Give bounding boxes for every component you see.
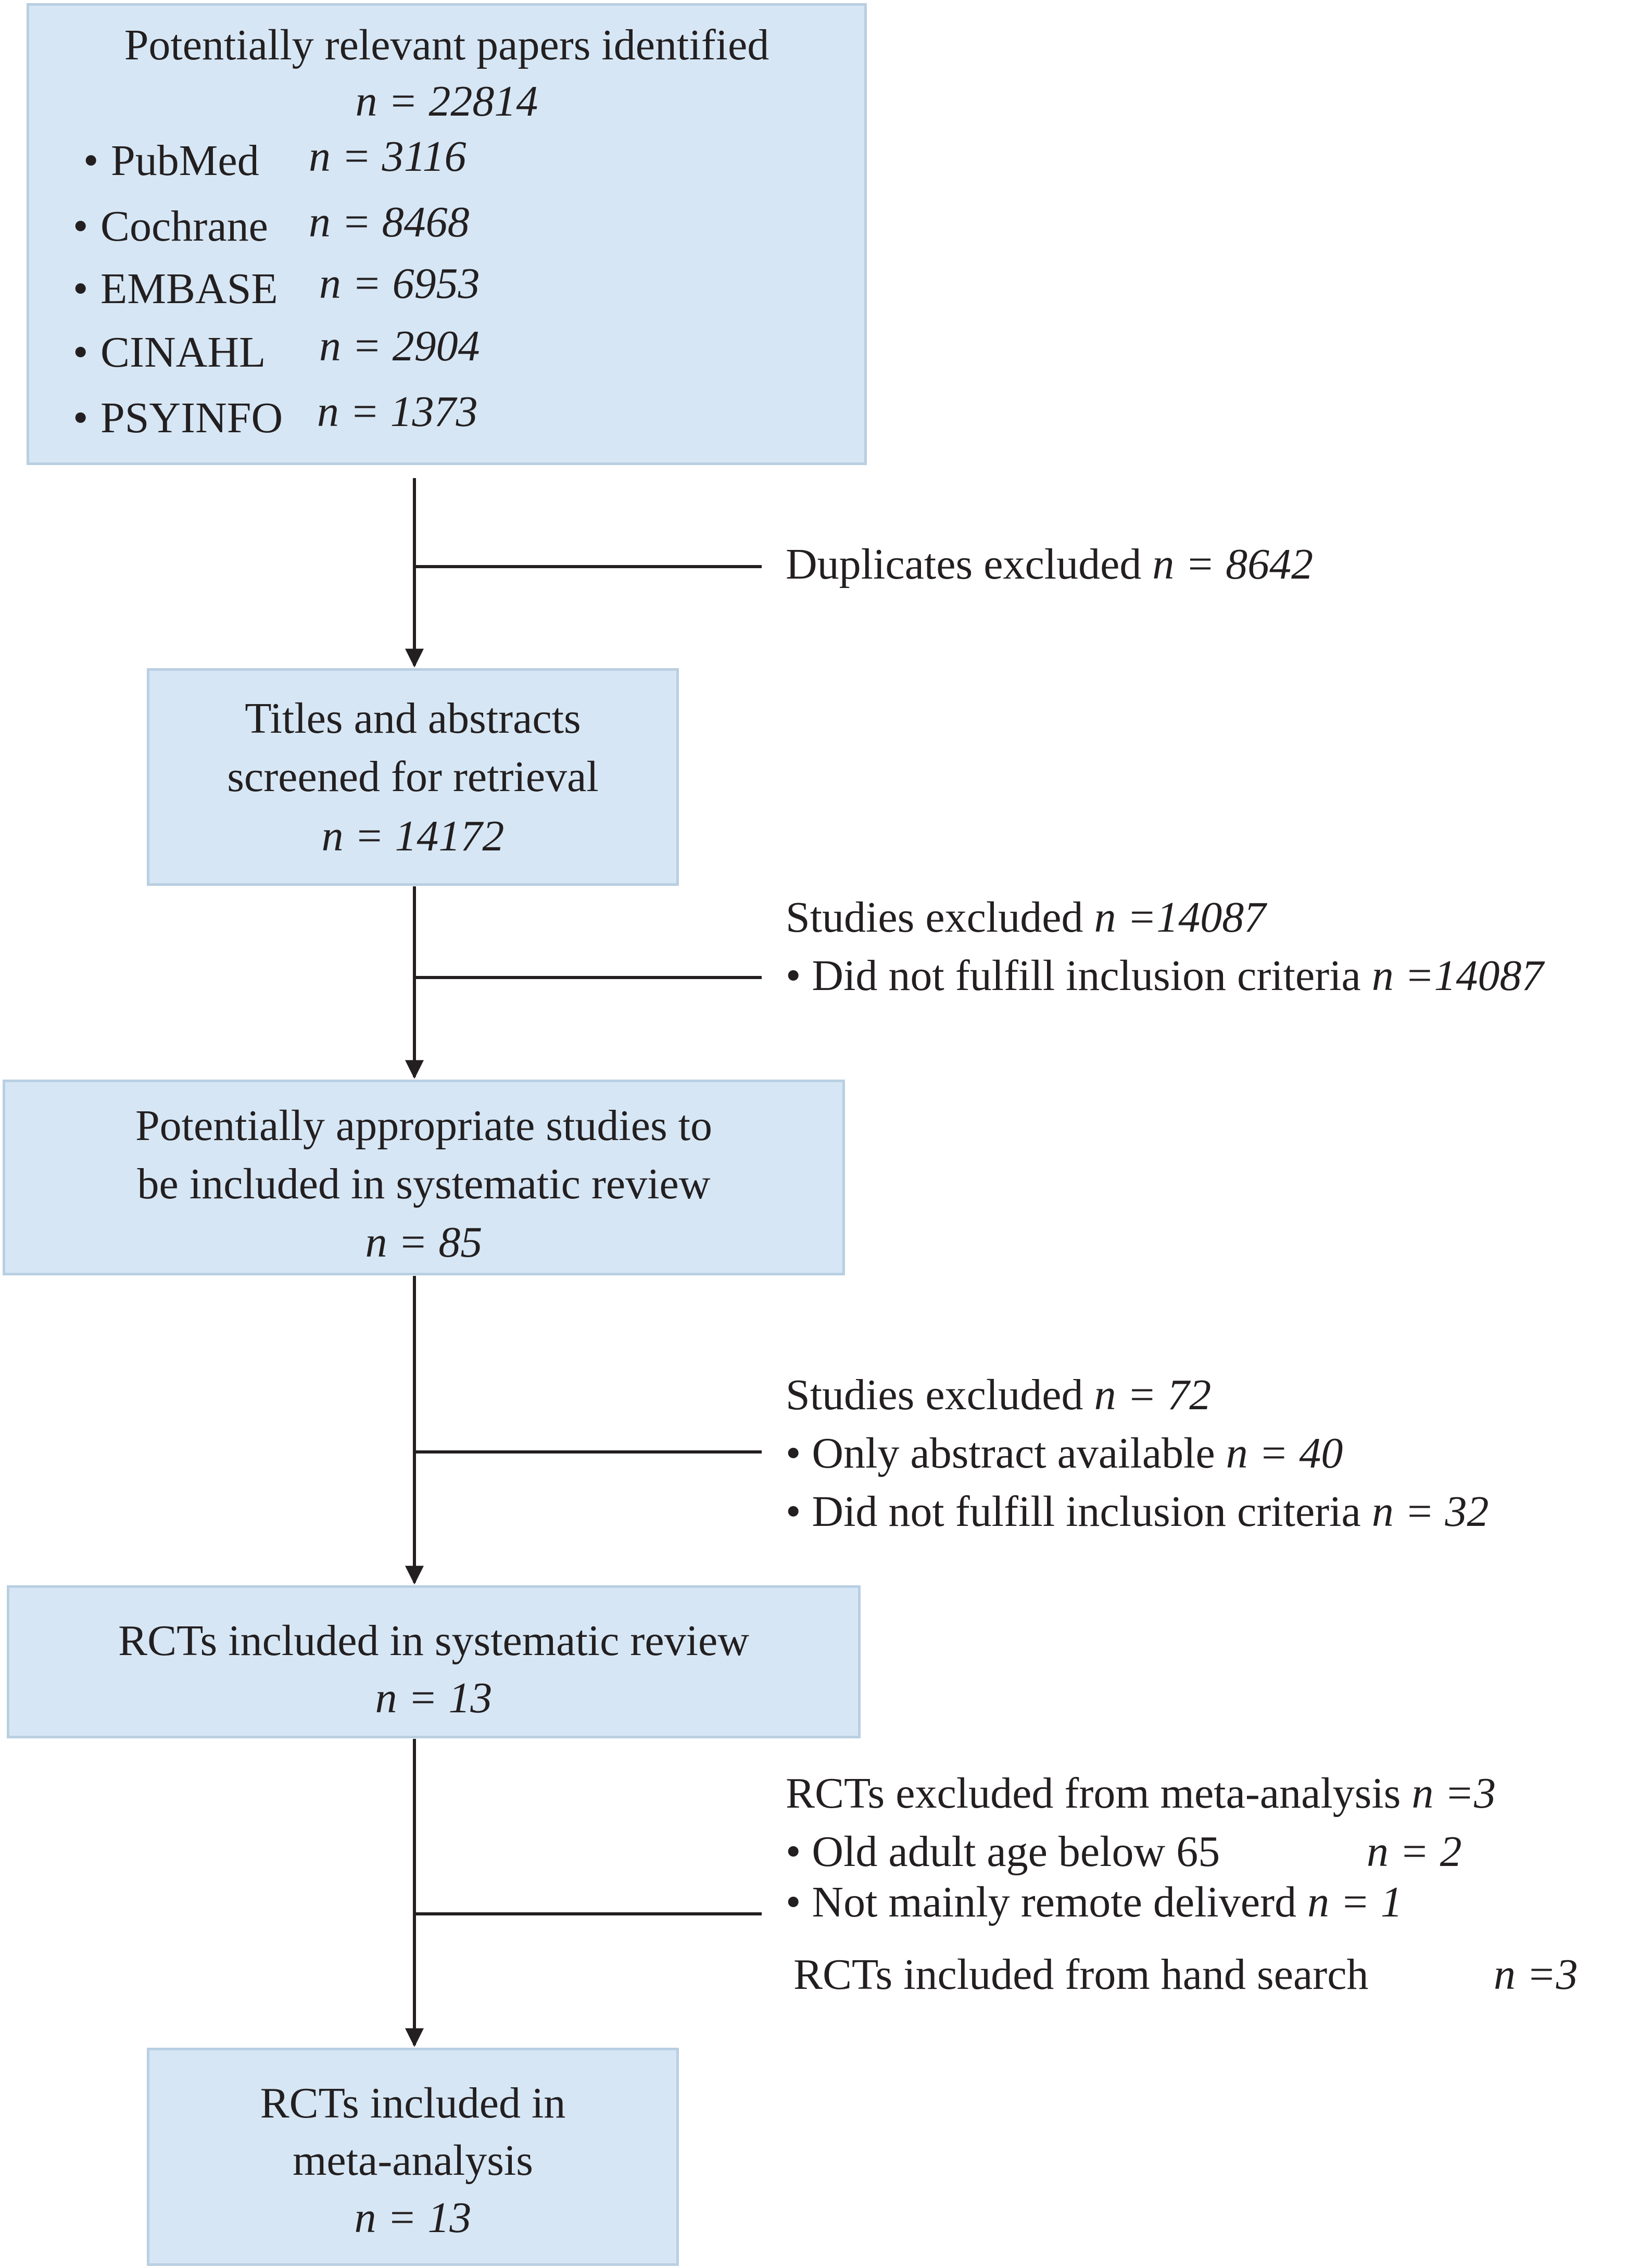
appropriate-line1: Potentially appropriate studies to [135, 1101, 713, 1150]
systematic-count: n = 13 [375, 1674, 493, 1722]
source-name-cinahl: CINAHL [100, 328, 266, 377]
duplicates-text: Duplicates excluded [786, 540, 1142, 588]
excluded2-count: n = 72 [1094, 1371, 1212, 1419]
excluded1-reason-count: n =14087 [1371, 951, 1544, 1000]
excluded1-heading: Studies excluded n =14087 [786, 896, 1266, 939]
screened-box: Titles and abstracts screened for retrie… [147, 668, 679, 886]
excluded2-reason: • Did not fulfill inclusion criteria n =… [786, 1490, 1489, 1534]
excluded1-count: n =14087 [1094, 893, 1266, 942]
excluded3-reason: • Not mainly remote deliverd n = 1 [786, 1881, 1403, 1924]
source-count-embase: n = 6953 [319, 259, 480, 308]
bullet: • [73, 394, 89, 442]
bullet: • [83, 136, 99, 185]
source-count-cochrane: n = 8468 [309, 198, 470, 246]
source-name-cochrane: Cochrane [100, 202, 268, 250]
source-count-psyinfo: n = 1373 [317, 387, 478, 436]
excluded2-reason-text: • Only abstract available [786, 1429, 1215, 1477]
excluded1-reason-text: • Did not fulfill inclusion criteria [786, 951, 1361, 1000]
excluded3-reason-text: • Old adult age below 65 [786, 1827, 1220, 1876]
duplicates-count: n = 8642 [1152, 540, 1314, 588]
bullet: • [73, 265, 89, 313]
identified-count: n = 22814 [355, 77, 538, 126]
appropriate-box: Potentially appropriate studies to be in… [3, 1080, 845, 1275]
excluded2-reason-count: n = 32 [1371, 1487, 1489, 1536]
screened-line2: screened for retrieval [227, 753, 599, 801]
excluded3-reason: • Old adult age below 65 [786, 1830, 1220, 1874]
bullet: • [73, 328, 89, 377]
excluded2-reason-count: n = 40 [1226, 1429, 1343, 1477]
appropriate-line2: be included in systematic review [137, 1160, 711, 1208]
excluded3-reason-count: n = 2 [1367, 1827, 1462, 1876]
systematic-box: RCTs included in systematic review n = 1… [7, 1585, 861, 1738]
screened-line1: Titles and abstracts [245, 694, 581, 743]
excluded3-reason-count: n = 1 [1307, 1878, 1403, 1926]
systematic-line1: RCTs included in systematic review [118, 1617, 749, 1665]
bullet: • [73, 202, 89, 250]
source-count-pubmed: n = 3116 [309, 132, 466, 181]
meta-count: n = 13 [354, 2194, 472, 2242]
meta-line2: meta-analysis [293, 2136, 533, 2185]
meta-line1: RCTs included in [260, 2079, 566, 2127]
excluded1-reason: • Did not fulfill inclusion criteria n =… [786, 954, 1544, 998]
excluded2-label: Studies excluded [786, 1371, 1083, 1419]
source-name-psyinfo: PSYINFO [100, 394, 283, 442]
identified-box: Potentially relevant papers identified n… [27, 3, 867, 465]
meta-analysis-box: RCTs included in meta-analysis n = 13 [147, 2048, 679, 2266]
excluded2-heading: Studies excluded n = 72 [786, 1373, 1211, 1417]
duplicates-label: Duplicates excluded n = 8642 [786, 543, 1313, 586]
excluded3-reason-text: • Not mainly remote deliverd [786, 1878, 1297, 1926]
excluded3-count: n =3 [1411, 1769, 1496, 1818]
hand-search-count: n =3 [1494, 1950, 1578, 1999]
excluded2-reason-text: • Did not fulfill inclusion criteria [786, 1487, 1361, 1536]
excluded1-label: Studies excluded [786, 893, 1083, 942]
excluded2-reason: • Only abstract available n = 40 [786, 1432, 1343, 1475]
excluded3-heading: RCTs excluded from meta-analysis n =3 [786, 1772, 1496, 1815]
source-count-cinahl: n = 2904 [319, 322, 480, 370]
hand-search-label: RCTs included from hand search [793, 1950, 1369, 1999]
screened-count: n = 14172 [321, 812, 504, 860]
source-name-pubmed: PubMed [111, 136, 259, 185]
identified-title: Potentially relevant papers identified [124, 21, 769, 69]
appropriate-count: n = 85 [365, 1218, 483, 1267]
source-name-embase: EMBASE [100, 265, 278, 313]
excluded3-label: RCTs excluded from meta-analysis [786, 1769, 1401, 1818]
